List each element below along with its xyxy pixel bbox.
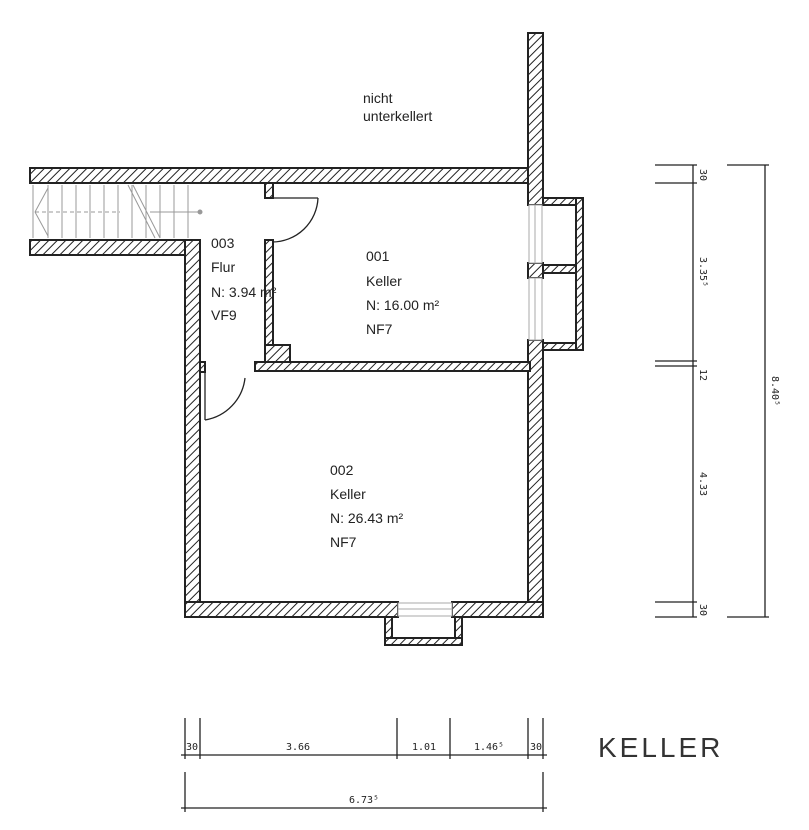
room-number: 001	[366, 248, 390, 264]
windows	[397, 204, 543, 617]
dim-total-label: 6.73⁵	[349, 795, 379, 806]
room-name: Keller	[330, 486, 366, 502]
room-name: Keller	[366, 273, 402, 289]
plan-title: KELLER	[598, 732, 723, 763]
dim-label: 1.46⁵	[474, 742, 504, 753]
door-swing-keller-002	[204, 377, 246, 421]
room-type: NF7	[366, 321, 393, 337]
room-002: 002 Keller N: 26.43 m² NF7	[330, 462, 403, 550]
dim-label: 30	[697, 169, 708, 181]
dim-label: 4.33	[697, 472, 708, 496]
dim-total-label: 8.40⁵	[769, 376, 780, 406]
outside-note: nicht	[363, 90, 393, 106]
outside-note: unterkellert	[363, 108, 432, 124]
doors	[204, 197, 319, 421]
room-number: 002	[330, 462, 354, 478]
dim-label: 12	[697, 369, 708, 381]
room-area: N: 3.94 m²	[211, 284, 277, 300]
dim-label: 30	[186, 742, 198, 753]
dim-label: 1.01	[412, 742, 436, 753]
horizontal-dimension-chain	[181, 718, 547, 812]
room-area: N: 26.43 m²	[330, 510, 403, 526]
room-003: 003 Flur N: 3.94 m² VF9	[211, 235, 277, 323]
door-swing-flur	[271, 197, 319, 243]
walls	[29, 32, 584, 646]
room-type: VF9	[211, 307, 237, 323]
dim-label: 30	[530, 742, 542, 753]
dim-label: 3.35⁵	[697, 257, 708, 287]
dim-label: 3.66	[286, 742, 310, 753]
vertical-dimension-chain	[655, 164, 769, 618]
dim-label: 30	[697, 604, 708, 616]
room-type: NF7	[330, 534, 357, 550]
room-name: Flur	[211, 259, 235, 275]
room-number: 003	[211, 235, 235, 251]
room-001: 001 Keller N: 16.00 m² NF7	[366, 248, 439, 337]
staircase	[32, 184, 203, 239]
room-area: N: 16.00 m²	[366, 297, 439, 313]
